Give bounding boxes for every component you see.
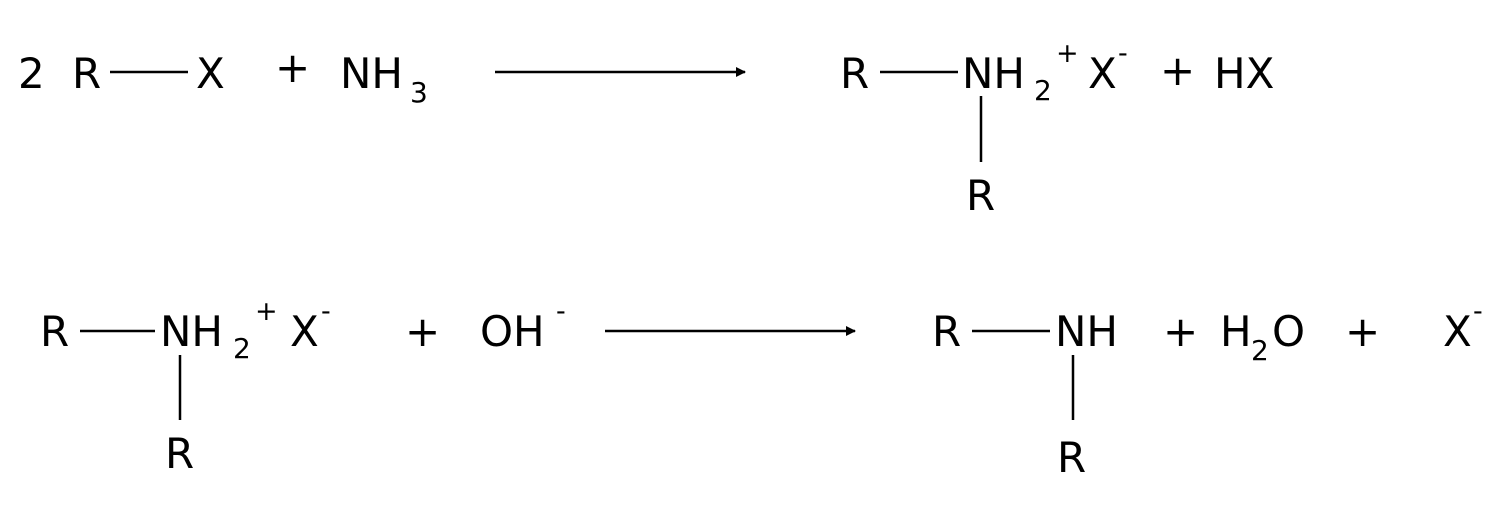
r1-plus-2: +: [1160, 46, 1195, 95]
r2-plus-3: +: [1345, 307, 1380, 356]
r1-coefficient: 2: [18, 49, 45, 98]
r2-reactant-amine: NH: [160, 307, 223, 356]
r2-product-pendant-r-group: R: [1057, 433, 1086, 482]
r2-reactant-charge-plus: +: [255, 296, 278, 327]
r1-reactant-r-group: R: [72, 49, 101, 98]
r2-reactant-amine-sub: 2: [233, 332, 251, 365]
r2-water-h: H: [1220, 307, 1252, 356]
r2-halide-ion: X: [1443, 307, 1472, 356]
r2-reactant-counterion-charge: -: [321, 296, 331, 327]
r2-reactant-r-group: R: [40, 307, 69, 356]
r2-product-amine: NH: [1055, 307, 1118, 356]
reaction-1: 2 R X + NH 3 R NH 2 + X - + HX R: [18, 38, 1274, 220]
r2-water-sub: 2: [1251, 334, 1269, 367]
r2-plus-1: +: [405, 307, 440, 356]
r2-hydroxide-charge: -: [556, 296, 566, 327]
r1-pendant-r-group: R: [966, 171, 995, 220]
r2-product-r-group: R: [932, 307, 961, 356]
r2-reactant-counterion: X: [290, 307, 319, 356]
r1-ammonia-sub: 3: [410, 76, 428, 109]
r2-halide-ion-charge: -: [1473, 296, 1483, 327]
reaction-2: R NH 2 + X - R + OH - R NH R + H 2 O + X…: [40, 296, 1483, 482]
r2-plus-2: +: [1163, 307, 1198, 356]
r2-water-o: O: [1272, 307, 1305, 356]
r1-product-counterion: X: [1088, 49, 1117, 98]
r1-product-counterion-charge: -: [1118, 38, 1128, 69]
r1-ammonia-n: NH: [340, 49, 403, 98]
r1-reactant-halide: X: [196, 49, 225, 98]
r2-hydroxide: OH: [480, 307, 545, 356]
r2-reactant-pendant-r-group: R: [165, 429, 194, 478]
r1-product-amine-sub: 2: [1034, 74, 1052, 107]
r1-plus-1: +: [275, 43, 310, 92]
r1-byproduct: HX: [1214, 49, 1274, 98]
r1-product-amine: NH: [962, 49, 1025, 98]
r1-product-r-group: R: [840, 49, 869, 98]
r1-product-charge-plus: +: [1056, 38, 1079, 69]
